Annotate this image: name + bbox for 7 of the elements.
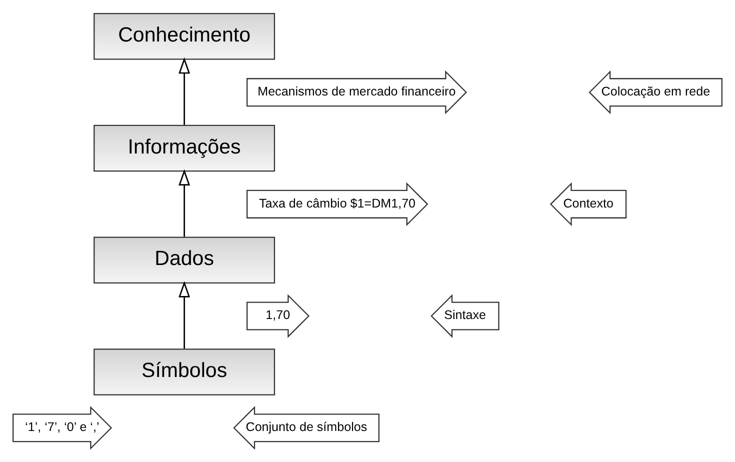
node-box: Dados — [94, 236, 276, 284]
node-box: Conhecimento — [94, 13, 276, 60]
arrow — [178, 57, 190, 125]
node-box: Informações — [94, 124, 276, 172]
node-box: Símbolos — [94, 348, 276, 396]
arrow — [178, 169, 190, 237]
arrow — [178, 280, 190, 349]
